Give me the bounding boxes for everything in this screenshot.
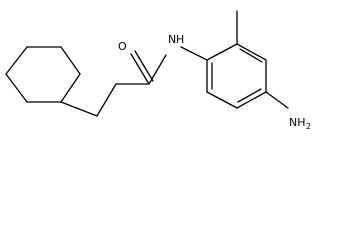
aromatic-inner-bond [237,88,262,103]
amine-bond [265,91,289,109]
propanoyl-chain [60,50,167,117]
amide-hydrogen-label: H [176,33,184,46]
amine-label: NH [289,116,306,129]
amide-nitrogen-label: N [168,33,176,46]
ring-bond [5,73,28,103]
n-aryl-bond [180,46,208,61]
amide-bond [148,54,167,85]
benzene-ring [206,43,267,109]
chain-bond [60,101,98,117]
aromatic-bond [236,43,267,61]
cyclohexyl-ring [5,46,81,103]
ring-bond [5,46,28,75]
chain-bond [96,83,117,117]
carbonyl-oxygen-label: O [118,40,127,53]
aromatic-bond [206,43,238,61]
aromatic-bond [206,91,238,109]
amine-subscript: 2 [306,122,311,131]
aromatic-bond [236,91,267,109]
ring-bond [60,46,81,75]
aromatic-inner-bond [239,48,263,63]
carbonyl-bond [134,50,154,82]
carbonyl-bond [130,53,150,85]
structural-formula: O N H NH 2 [5,10,311,131]
ring-bond [60,73,81,103]
